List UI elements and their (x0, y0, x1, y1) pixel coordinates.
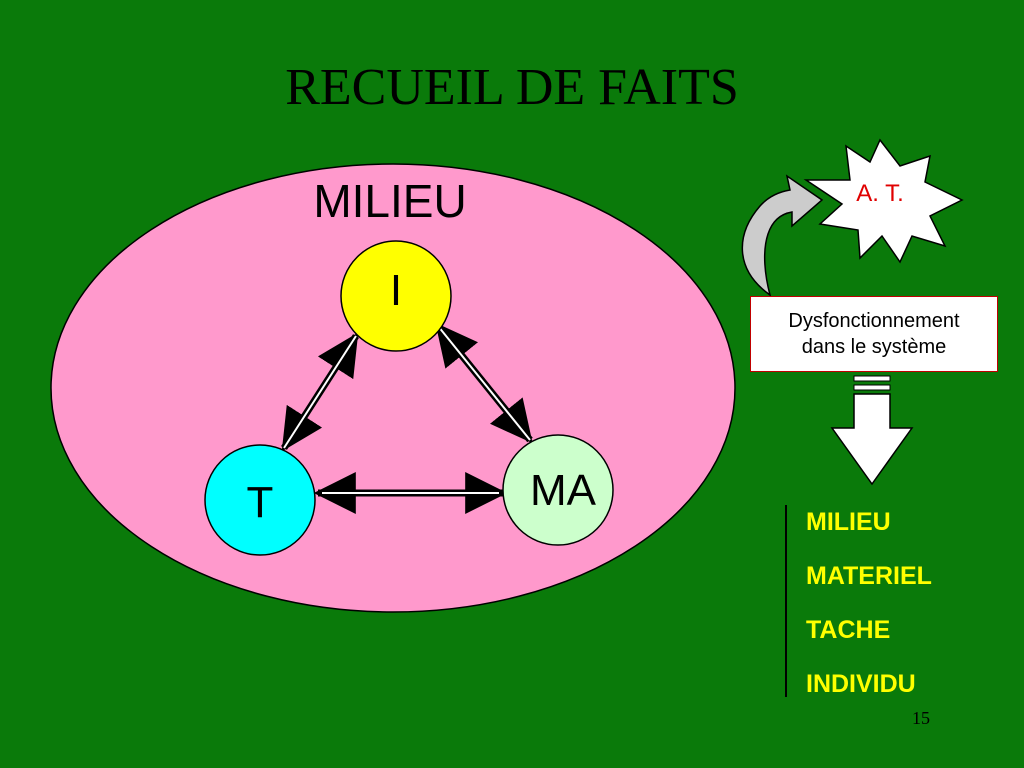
factor-item: TACHE (806, 616, 891, 644)
node-individu-label: I (389, 266, 403, 315)
accident-starburst (803, 138, 964, 264)
dysfonction-box: Dysfonctionnement dans le système (750, 296, 998, 372)
accident-label: A. T. (856, 180, 904, 207)
node-individu (340, 240, 452, 352)
slide-title: RECUEIL DE FAITS (285, 59, 739, 116)
dysfonction-line1: Dysfonctionnement (788, 310, 960, 332)
factor-list: MILIEU MATERIEL TACHE INDIVIDU (806, 502, 932, 718)
factor-item: MILIEU (806, 508, 891, 536)
factor-list-divider (785, 505, 787, 697)
node-tache (204, 444, 316, 556)
page-number: 15 (912, 708, 930, 728)
curved-arrow (741, 174, 824, 297)
node-materiel (502, 434, 614, 546)
arrow-i-t (281, 332, 359, 452)
node-materiel-label: MA (530, 466, 596, 515)
milieu-ellipse (50, 163, 736, 613)
factor-item: MATERIEL (806, 562, 932, 590)
dysfonction-line2: dans le système (801, 336, 947, 358)
down-arrow (830, 375, 914, 486)
milieu-label: MILIEU (313, 175, 467, 227)
node-tache-label: T (246, 478, 274, 527)
arrow-i-ma (435, 322, 533, 444)
factor-item: INDIVIDU (806, 670, 916, 698)
